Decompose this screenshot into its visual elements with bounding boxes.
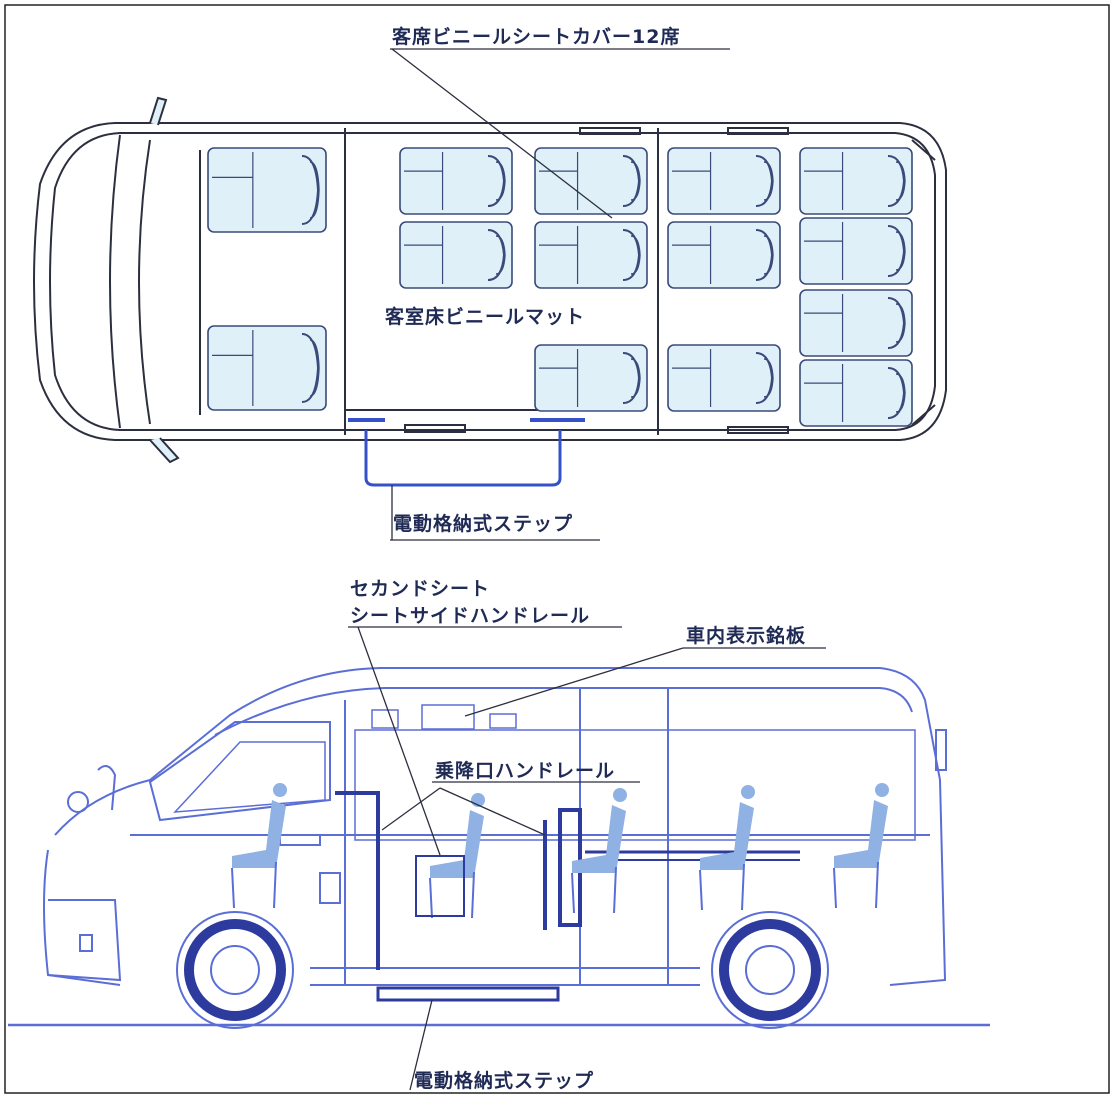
rear-wheel: [711, 911, 829, 1029]
label-nameplate: 車内表示銘板: [686, 624, 806, 647]
passengers-group: [231, 783, 889, 919]
rocker: [310, 967, 700, 986]
side-view: [8, 667, 990, 1027]
seat-passenger-9: [799, 147, 913, 215]
seat-cover-leader: [391, 48, 613, 219]
front-bumper: [47, 899, 122, 982]
label-step-bottom: 電動格納式ステップ: [414, 1069, 594, 1092]
top-rail-3: [727, 127, 789, 135]
seat-passenger-11: [799, 289, 913, 357]
second-seat-leader: [357, 626, 441, 856]
mirror-arm: [97, 765, 117, 811]
mirror-top: [149, 96, 168, 126]
top-rail-1: [404, 424, 466, 433]
seats-group: [207, 147, 913, 427]
seat-passenger-12: [799, 359, 913, 427]
seat-passenger-8: [667, 344, 781, 412]
seat-passenger-2: [399, 221, 513, 289]
side-window-band: [354, 729, 916, 841]
rear-light-bottom: [911, 404, 936, 426]
top-step: [364, 430, 562, 487]
side-step: [376, 986, 560, 1002]
windshield-inner: [138, 139, 151, 425]
step-bottom-leader: [409, 999, 433, 1091]
passenger-4: [699, 785, 755, 911]
rear-lamp: [935, 729, 947, 771]
rear-light-top: [911, 139, 936, 161]
entry-handrail-leader-2: [439, 787, 546, 836]
side-roof-inner: [214, 687, 913, 736]
seat-passenger-3: [534, 147, 648, 215]
label-seat-cover: 客席ビニールシートカバー12席: [392, 25, 680, 48]
top-body-inner: [49, 132, 936, 431]
passenger-5: [833, 783, 889, 909]
side-windshield: [148, 721, 331, 822]
label-entry-handrail: 乗降口ハンドレール: [435, 759, 615, 782]
top-body-outline: [33, 122, 947, 441]
top-rail-2: [579, 127, 641, 135]
seat-front-passenger: [207, 325, 327, 411]
front-light: [79, 934, 93, 952]
label-floor-mat: 客室床ビニールマット: [385, 305, 585, 328]
top-rail-4: [727, 426, 789, 434]
fuel-door: [319, 872, 341, 904]
entry-handrail-box: [558, 808, 582, 927]
side-mirror: [67, 791, 89, 813]
seat-passenger-10: [799, 217, 913, 285]
nameplate-leader: [464, 647, 684, 717]
seat-driver: [207, 147, 327, 233]
front-door-window: [173, 741, 326, 813]
passenger-3: [571, 788, 627, 914]
wheels: [176, 911, 829, 1029]
front-handrail: [335, 791, 380, 970]
label-second-seat-2: シートサイドハンドレール: [350, 605, 590, 627]
seat-passenger-4: [534, 221, 648, 289]
handrails: [335, 791, 800, 970]
passenger-driver: [231, 783, 287, 909]
frame: [4, 4, 1110, 1094]
mirror-bottom: [149, 437, 180, 464]
seat-passenger-1: [399, 147, 513, 215]
door-handle: [279, 834, 321, 846]
overhead-box-2: [489, 713, 517, 729]
seat-passenger-6: [667, 221, 781, 289]
label-step-top: 電動格納式ステップ: [393, 512, 573, 535]
overhead-box-1: [371, 709, 399, 729]
side-body-outline: [43, 667, 947, 986]
windshield: [109, 134, 121, 429]
label-second-seat-1: セカンドシート: [350, 578, 490, 600]
top-view: [33, 96, 947, 487]
nameplate-box: [421, 704, 475, 730]
seat-passenger-7: [534, 344, 648, 412]
seat-passenger-5: [667, 147, 781, 215]
front-wheel: [176, 911, 294, 1029]
second-seat-box: [415, 855, 465, 917]
entry-handrail-leader-1: [381, 787, 441, 831]
